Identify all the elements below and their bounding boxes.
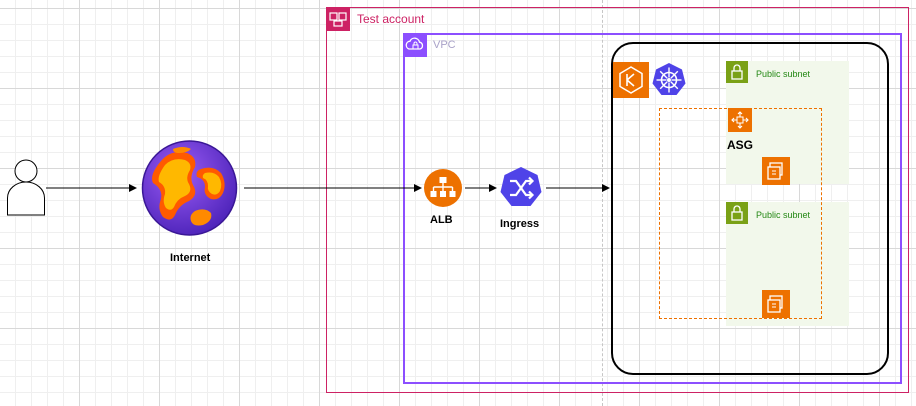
vpc-icon bbox=[403, 33, 427, 57]
subnet-lock-icon bbox=[726, 61, 748, 83]
auto-scaling-icon bbox=[728, 108, 752, 132]
internet-label: Internet bbox=[170, 252, 211, 264]
eks-icon[interactable] bbox=[613, 62, 649, 98]
account-icon bbox=[326, 7, 350, 31]
ingress-label: Ingress bbox=[500, 218, 540, 230]
alb-label: ALB bbox=[430, 214, 453, 226]
eks-cluster-group[interactable] bbox=[611, 42, 889, 375]
asg-label: ASG bbox=[727, 138, 754, 152]
subnet-label: Public subnet bbox=[756, 69, 811, 79]
subnet-label: Public subnet bbox=[756, 210, 811, 220]
vpc-label: VPC bbox=[433, 39, 456, 51]
alb-icon[interactable] bbox=[423, 168, 463, 208]
account-label: Test account bbox=[357, 12, 425, 26]
page-guide-line bbox=[602, 0, 603, 406]
account-group[interactable] bbox=[326, 7, 909, 393]
ec2-icon[interactable] bbox=[762, 290, 790, 318]
ec2-icon[interactable] bbox=[762, 157, 790, 185]
globe-icon[interactable] bbox=[139, 139, 240, 237]
vpc-group[interactable] bbox=[403, 33, 902, 384]
ingress-icon[interactable] bbox=[499, 166, 543, 210]
kubernetes-icon[interactable] bbox=[651, 62, 687, 98]
subnet-lock-icon bbox=[726, 202, 748, 224]
user-icon[interactable] bbox=[6, 158, 46, 216]
